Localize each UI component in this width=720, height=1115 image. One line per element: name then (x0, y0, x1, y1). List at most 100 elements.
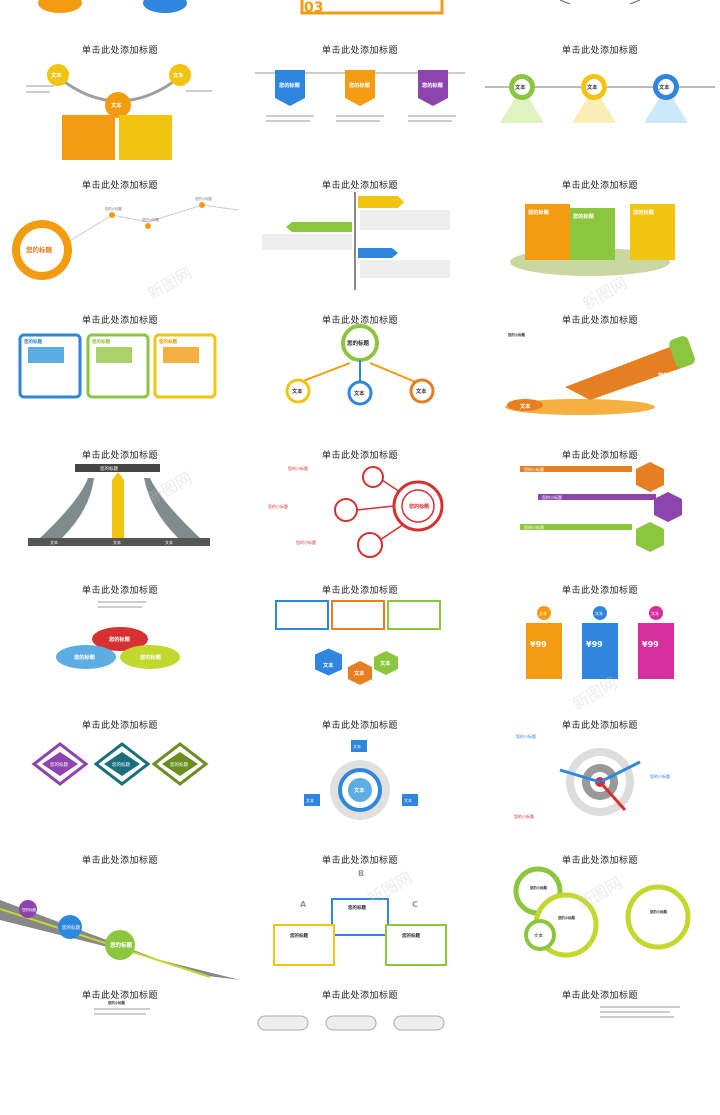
slide-graphic (600, 1006, 680, 1018)
price-label: ¥99 (530, 640, 547, 649)
text-label: 文本 (515, 83, 526, 91)
slide-graphic: 03 (300, 0, 444, 16)
text-label: 文本 (520, 402, 531, 410)
slide-thumbnail-grid: 03 单击此处添加标题 文本 文本 文本 单击此处添加标题 (0, 0, 720, 1031)
slide-thumb-r1c1[interactable]: 单击此处添加标题 您的标题 您的标题 您的标题 (240, 35, 480, 170)
slide-title: 单击此处添加标题 (561, 991, 638, 1001)
slide-title: 单击此处添加标题 (321, 181, 398, 191)
subtitle-label: 您的小标题 (296, 539, 316, 545)
slide-thumb-r1c2[interactable]: 单击此处添加标题 文本 文本 文本 (480, 35, 720, 170)
text-label: 文本 (354, 786, 365, 794)
slide-title: 单击此处添加标题 (321, 316, 398, 326)
slide-title: 单击此处添加标题 (561, 316, 638, 326)
slide-thumb-r5c1[interactable]: 单击此处添加标题 文本 文本 文本 (240, 575, 480, 710)
subtitle-label: 您的小标题 (530, 885, 548, 890)
slide-thumb-row0-col0[interactable] (0, 0, 240, 35)
slide-thumb-row0-col1[interactable]: 03 (240, 0, 480, 35)
subtitle-label: 您的小标题 (516, 733, 536, 739)
slide-thumb-r4c1[interactable]: 单击此处添加标题 您的标题 您的小标题 您的小标题 您的小标题 (240, 440, 480, 575)
slide-title: 单击此处添加标题 (321, 451, 398, 461)
slide-thumb-row0-col2[interactable] (480, 0, 720, 35)
text-label: 文本 (50, 539, 58, 545)
text-label: 文本 (353, 743, 361, 749)
subtitle-label: 您的小标题 (524, 466, 544, 472)
slide-title: 单击此处添加标题 (81, 991, 158, 1001)
slide-thumb-r3c1[interactable]: 单击此处添加标题 您的标题 文本 文本 文本 (240, 305, 480, 440)
slide-graphic (262, 192, 450, 290)
your-title-label: 您的标题 (528, 208, 550, 216)
slide-thumb-r7c2[interactable]: 单击此处添加标题 您的小标题 您的小标题 您的小标题 文本 (480, 845, 720, 980)
slide-thumb-r8c2[interactable]: 单击此处添加标题 (480, 980, 720, 1115)
slide-thumb-r6c2[interactable]: 单击此处添加标题 您的小标题 您的小标题 您的小标题 (480, 710, 720, 845)
your-title-label: 您的标题 (402, 932, 420, 939)
letter-b: B (358, 869, 364, 878)
slide-thumb-r4c0[interactable]: 单击此处添加标题 您的标题 文本 文本 文本 (0, 440, 240, 575)
your-title-label: 您的标题 (22, 907, 36, 912)
subtitle-label: 您的小标题 (142, 217, 160, 222)
subtitle-label: 您的小标题 (650, 909, 668, 914)
slide-thumb-r7c1[interactable]: 单击此处添加标题 B A C 您的标题 您的标题 您的标题 (240, 845, 480, 980)
slide-title: 单击此处添加标题 (321, 991, 398, 1001)
subtitle-label: 您的小标题 (508, 332, 526, 337)
slide-thumb-r3c0[interactable]: 单击此处添加标题 您的标题 您的标题 您的标题 (0, 305, 240, 440)
slide-graphic: 文本 文本 文本 (275, 600, 441, 685)
text-label: 文本 (165, 539, 173, 545)
slide-thumb-r8c0[interactable]: 单击此处添加标题 您的小标题 (0, 980, 240, 1115)
slide-graphic: 您的标题 文本 文本 文本 (28, 464, 210, 546)
slide-title: 单击此处添加标题 (321, 586, 398, 596)
slide-thumb-r5c2[interactable]: 单击此处添加标题 ¥99 ¥99 ¥99 文本 文本 文本 (480, 575, 720, 710)
subtitle-label: 您的小标题 (542, 494, 562, 500)
slide-thumb-r2c0[interactable]: 单击此处添加标题 您的标题 您的小标题 您的小标题 您的小标题 (0, 170, 240, 305)
slide-thumb-r1c0[interactable]: 单击此处添加标题 文本 文本 文本 (0, 35, 240, 170)
text-label: 文本 (323, 661, 334, 669)
your-title-label: 您的标题 (74, 653, 96, 661)
slide-graphic: 您的小标题 您的小标题 您的小标题 (514, 733, 670, 819)
subtitle-label: 您的小标题 (288, 465, 308, 471)
your-title-label: 您的标题 (26, 245, 53, 254)
slide-thumb-r2c1[interactable]: 单击此处添加标题 (240, 170, 480, 305)
slide-title: 单击此处添加标题 (81, 586, 158, 596)
your-title-label: 您的标题 (633, 208, 655, 216)
slide-graphic: 文本 文本 文本 文本 (304, 740, 418, 820)
slide-thumb-r6c0[interactable]: 单击此处添加标题 您的标题 您的标题 您的标题 (0, 710, 240, 845)
slide-thumb-r2c2[interactable]: 单击此处添加标题 您的标题 您的标题 您的标题 (480, 170, 720, 305)
your-title-label: 您的标题 (349, 81, 371, 89)
your-title-label: 您的标题 (24, 338, 42, 345)
subtitle-label: 您的小标题 (195, 196, 213, 201)
your-title-label: 您的标题 (50, 761, 68, 768)
slide-title: 单击此处添加标题 (81, 451, 158, 461)
your-title-label: 您的标题 (658, 371, 680, 379)
your-title-label: 您的标题 (290, 932, 308, 939)
subtitle-label: 您的小标题 (524, 524, 544, 530)
slide-thumb-r8c1[interactable]: 单击此处添加标题 (240, 980, 480, 1115)
slide-graphic (559, 0, 641, 5)
slide-title: 单击此处添加标题 (321, 856, 398, 866)
slide-thumb-r4c2[interactable]: 单击此处添加标题 您的小标题 您的小标题 您的小标题 (480, 440, 720, 575)
slide-title: 单击此处添加标题 (561, 856, 638, 866)
slide-graphic: 您的标题 您的小标题 您的小标题 您的小标题 (268, 465, 444, 558)
your-title-label: 您的标题 (92, 338, 110, 345)
text-label: 文本 (416, 387, 427, 395)
slide-title: 单击此处添加标题 (81, 856, 158, 866)
slide-title: 单击此处添加标题 (321, 46, 398, 56)
slide-title: 单击此处添加标题 (81, 316, 158, 326)
slide-thumb-r5c0[interactable]: 单击此处添加标题 您的标题 您的标题 您的标题 (0, 575, 240, 710)
price-label: ¥99 (586, 640, 603, 649)
slide-graphic: 您的标题 您的标题 您的标题 (510, 204, 675, 276)
text-label: 文本 (587, 83, 598, 91)
your-title-label: 您的标题 (112, 761, 130, 768)
subtitle-label: 您的小标题 (650, 773, 670, 779)
text-label: 文本 (539, 610, 547, 616)
your-title-label: 您的标题 (159, 338, 177, 345)
subtitle-label: 您的小标题 (268, 503, 288, 509)
your-title-label: 您的标题 (422, 81, 444, 89)
slide-thumb-r7c0[interactable]: 单击此处添加标题 您的标题 您的标题 您的标题 (0, 845, 240, 980)
slide-thumb-r6c1[interactable]: 单击此处添加标题 文本 文本 文本 文本 (240, 710, 480, 845)
your-title-label: 您的标题 (140, 653, 162, 661)
your-title-label: 您的标题 (348, 904, 366, 911)
your-title-label: 您的标题 (62, 924, 80, 931)
slide-graphic: 您的小标题 (94, 1000, 150, 1015)
slide-thumb-r3c2[interactable]: 单击此处添加标题 您的小标题 文本 您的标题 (480, 305, 720, 440)
your-title-label: 您的标题 (409, 503, 430, 510)
slide-title: 单击此处添加标题 (81, 46, 158, 56)
